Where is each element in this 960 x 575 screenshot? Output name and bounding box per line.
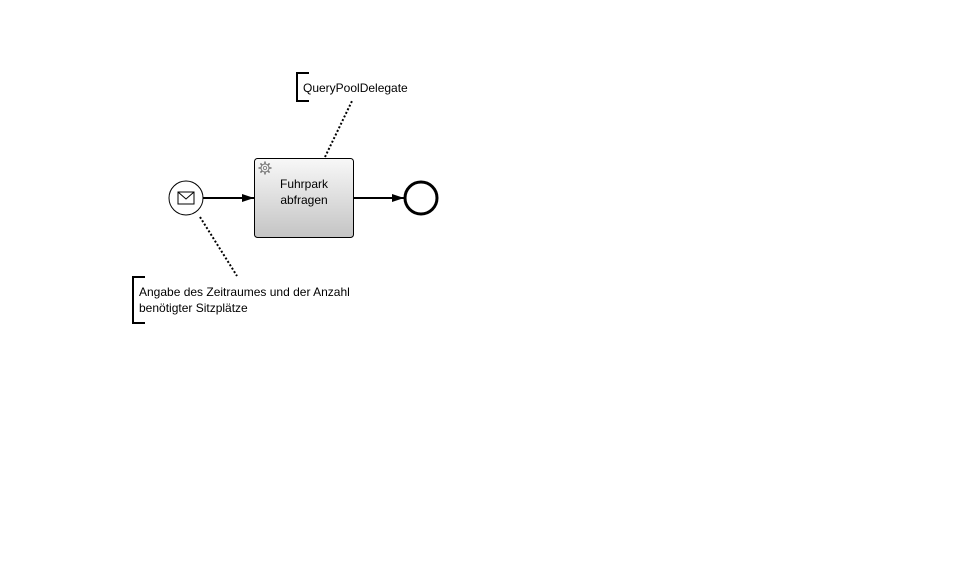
annotation-bracket <box>296 72 309 102</box>
text-annotation-delegate[interactable]: QueryPoolDelegate <box>296 72 408 102</box>
task-label-line1: Fuhrpark <box>280 177 329 191</box>
annotation-start-note-line1: Angabe des Zeitraumes und der Anzahl <box>139 285 350 299</box>
message-start-event[interactable] <box>168 180 204 216</box>
envelope-icon <box>177 191 195 205</box>
service-task-fuhrpark-abfragen[interactable]: Fuhrpark abfragen <box>254 158 354 238</box>
text-annotation-start-note[interactable]: Angabe des Zeitraumes und der Anzahl ben… <box>132 276 350 324</box>
association-delegate[interactable] <box>324 100 353 158</box>
annotation-start-note-line2: benötigter Sitzplätze <box>139 301 248 315</box>
association-start-note[interactable] <box>199 216 238 277</box>
end-event[interactable] <box>403 180 439 216</box>
task-label-line2: abfragen <box>280 193 327 207</box>
gear-icon <box>258 161 272 175</box>
annotation-bracket <box>132 276 145 324</box>
annotation-delegate-text: QueryPoolDelegate <box>303 81 408 95</box>
